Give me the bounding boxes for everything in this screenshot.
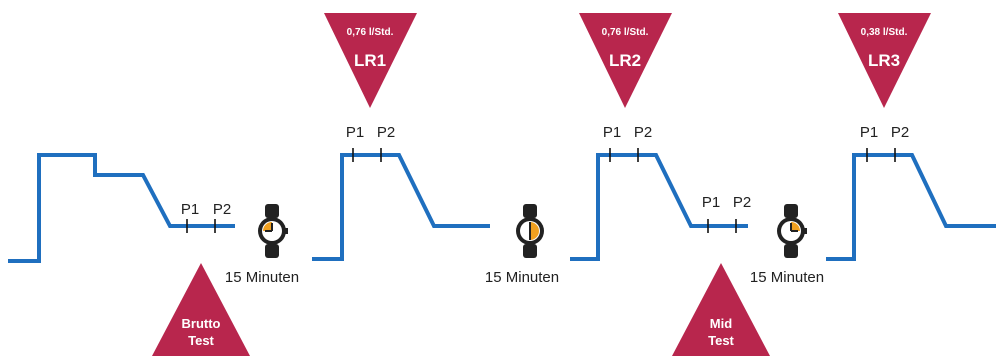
test-marker-brutto: Brutto Test bbox=[152, 263, 250, 356]
p2-label: P2 bbox=[213, 201, 231, 218]
pressure-curve-2 bbox=[312, 153, 490, 261]
test-marker-mid: Mid Test bbox=[672, 263, 770, 356]
p2-label: P2 bbox=[733, 194, 751, 211]
leak-rate-value: 0,38 l/Std. bbox=[861, 27, 908, 38]
watch-icon bbox=[777, 204, 807, 258]
leak-rate-label: LR3 bbox=[868, 51, 900, 70]
measure-points-2: P1 P2 bbox=[346, 124, 395, 162]
p2-label: P2 bbox=[634, 124, 652, 141]
pressure-curve-3 bbox=[570, 153, 748, 261]
leak-rate-value: 0,76 l/Std. bbox=[347, 27, 394, 38]
test-label-line1: Mid bbox=[710, 316, 732, 331]
p2-label: P2 bbox=[377, 124, 395, 141]
measure-points-1: P1 P2 bbox=[181, 201, 231, 233]
p1-label: P1 bbox=[860, 124, 878, 141]
test-label-line2: Test bbox=[708, 333, 734, 348]
pressure-curve-1 bbox=[8, 153, 235, 263]
leak-rate-value: 0,76 l/Std. bbox=[602, 27, 649, 38]
wait-label: 15 Minuten bbox=[225, 269, 299, 286]
p1-label: P1 bbox=[702, 194, 720, 211]
leak-rate-label: LR2 bbox=[609, 51, 641, 70]
pressure-curve-4 bbox=[826, 153, 996, 261]
p1-label: P1 bbox=[346, 124, 364, 141]
leak-rate-marker-lr1: 0,76 l/Std. LR1 bbox=[324, 13, 417, 108]
watch-icon bbox=[258, 204, 288, 258]
measure-points-5: P1 P2 bbox=[860, 124, 909, 162]
wait-label: 15 Minuten bbox=[750, 269, 824, 286]
watch-icon bbox=[516, 204, 544, 258]
leak-rate-label: LR1 bbox=[354, 51, 386, 70]
measure-points-4: P1 P2 bbox=[702, 194, 751, 233]
p1-label: P1 bbox=[603, 124, 621, 141]
leak-rate-marker-lr3: 0,38 l/Std. LR3 bbox=[838, 13, 931, 108]
measure-points-3: P1 P2 bbox=[603, 124, 652, 162]
test-label-line2: Test bbox=[188, 333, 214, 348]
test-label-line1: Brutto bbox=[182, 316, 221, 331]
wait-label: 15 Minuten bbox=[485, 269, 559, 286]
p2-label: P2 bbox=[891, 124, 909, 141]
p1-label: P1 bbox=[181, 201, 199, 218]
leak-rate-marker-lr2: 0,76 l/Std. LR2 bbox=[579, 13, 672, 108]
